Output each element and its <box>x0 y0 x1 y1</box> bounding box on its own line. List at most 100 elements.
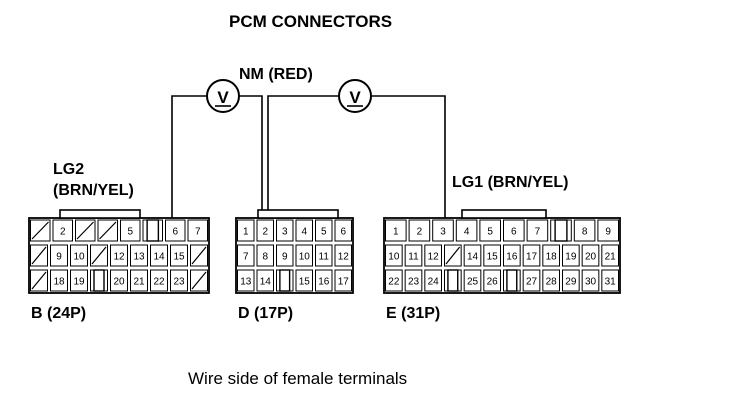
connector-b-label: B (24P) <box>31 305 86 322</box>
pin-number: 22 <box>388 277 400 288</box>
pin-number: 31 <box>605 277 617 288</box>
pin-number: 2 <box>60 227 66 238</box>
connector-d-cavity: 5 <box>315 219 333 242</box>
pin-number: 7 <box>195 227 201 238</box>
pin-number: 18 <box>53 277 65 288</box>
pin-number: 12 <box>338 252 350 263</box>
connector-e-cavity: 25 <box>463 269 482 292</box>
connector-d-cavity <box>276 269 294 292</box>
connector-e-cavity: 26 <box>483 269 502 292</box>
connector-b-cavity: 22 <box>150 269 168 292</box>
connector-d-cavity: 1 <box>237 219 255 242</box>
connector-d-cavity: 10 <box>295 244 313 267</box>
pin-number: 21 <box>605 252 617 263</box>
connector-e-cavity: 28 <box>542 269 560 292</box>
connector-e-cavity: 7 <box>526 219 549 242</box>
connector-b-cavity: 19 <box>70 269 88 292</box>
connector-b-cavity: 10 <box>70 244 88 267</box>
connector-e-cavity: 9 <box>597 219 620 242</box>
connector-e-cavity: 5 <box>479 219 501 242</box>
connector-b-cavity: 12 <box>110 244 128 267</box>
connector-d-cavity: 12 <box>334 244 352 267</box>
connector-e-cavity: 2 <box>408 219 431 242</box>
connector-b-cavity <box>90 244 108 267</box>
connector-e-cavity <box>444 269 462 292</box>
connector-e-cavity <box>550 219 572 242</box>
connector-e-label: E (31P) <box>386 305 440 322</box>
pin-number: 5 <box>487 227 493 238</box>
pin-number: 2 <box>417 227 423 238</box>
pin-number: 10 <box>388 252 400 263</box>
connector-b-lock-tab <box>59 209 141 219</box>
pin-number: 3 <box>440 227 446 238</box>
pin-number: 20 <box>113 277 125 288</box>
connector-b-cavity: 20 <box>110 269 128 292</box>
connector-e-cavity: 3 <box>432 219 454 242</box>
connector-b-cavity <box>97 219 118 242</box>
connector-d-cavity: 3 <box>276 219 294 242</box>
connector-b-cavity: 14 <box>150 244 168 267</box>
connector-e-cavity: 8 <box>573 219 596 242</box>
pin-number: 1 <box>243 227 249 238</box>
connector-b-cavity: 23 <box>170 269 188 292</box>
connector-e-cavity: 17 <box>522 244 541 267</box>
connector-d-cavity: 8 <box>256 244 274 267</box>
connector-d-cavity: 15 <box>295 269 313 292</box>
connector-e-cavity: 19 <box>562 244 580 267</box>
pin-number: 13 <box>240 277 252 288</box>
pin-number: 17 <box>526 252 538 263</box>
connector-e-cavity: 18 <box>542 244 560 267</box>
pin-number: 10 <box>73 252 85 263</box>
pin-number: 2 <box>262 227 268 238</box>
pin-number: 6 <box>511 227 517 238</box>
connector-d-label: D (17P) <box>238 305 293 322</box>
pin-number: 4 <box>464 227 470 238</box>
connector-e-cavity: 27 <box>522 269 541 292</box>
pin-number: 27 <box>526 277 538 288</box>
pin-number: 6 <box>340 227 346 238</box>
pin-number: 7 <box>535 227 541 238</box>
connector-e-lock-tab <box>461 209 547 219</box>
pin-number: 20 <box>585 252 597 263</box>
diagram-title: PCM CONNECTORS <box>229 12 392 31</box>
lg2-color-label: (BRN/YEL) <box>53 182 134 199</box>
connector-e-cavity: 16 <box>503 244 521 267</box>
connector-b-cavity: 5 <box>120 219 141 242</box>
pin-number: 15 <box>299 277 311 288</box>
pin-number: 16 <box>506 252 518 263</box>
pin-number: 8 <box>582 227 588 238</box>
lg2-label: LG2 <box>53 161 84 178</box>
connector-e-cavity: 10 <box>385 244 403 267</box>
pin-number: 26 <box>487 277 499 288</box>
pin-number: 29 <box>565 277 577 288</box>
pin-number: 24 <box>428 277 440 288</box>
pin-number: 23 <box>173 277 185 288</box>
connector-d-lock-tab <box>257 209 339 219</box>
pin-number: 23 <box>408 277 420 288</box>
connector-d-cavity: 14 <box>256 269 274 292</box>
connector-b-cavity: 18 <box>50 269 68 292</box>
pin-number: 14 <box>153 252 165 263</box>
pin-number: 16 <box>318 277 330 288</box>
pin-number: 14 <box>467 252 479 263</box>
connector-e-cavity: 23 <box>404 269 423 292</box>
diagram-caption: Wire side of female terminals <box>188 369 407 388</box>
connector-b-cavity: 13 <box>130 244 148 267</box>
pin-number: 12 <box>113 252 125 263</box>
connector-e-cavity: 11 <box>404 244 423 267</box>
pin-number: 15 <box>487 252 499 263</box>
pin-number: 10 <box>299 252 311 263</box>
connector-d-cavity: 6 <box>334 219 352 242</box>
connector-b-cavity: 15 <box>170 244 188 267</box>
connector-d-cavity: 13 <box>237 269 255 292</box>
svg-text:V: V <box>349 88 361 107</box>
connector-d-cavity: 4 <box>295 219 313 242</box>
pin-number: 15 <box>173 252 185 263</box>
pin-number: 28 <box>546 277 558 288</box>
connector-e-cavity: 30 <box>581 269 600 292</box>
connector-e-cavity: 20 <box>581 244 600 267</box>
connector-b-cavity: 7 <box>187 219 208 242</box>
